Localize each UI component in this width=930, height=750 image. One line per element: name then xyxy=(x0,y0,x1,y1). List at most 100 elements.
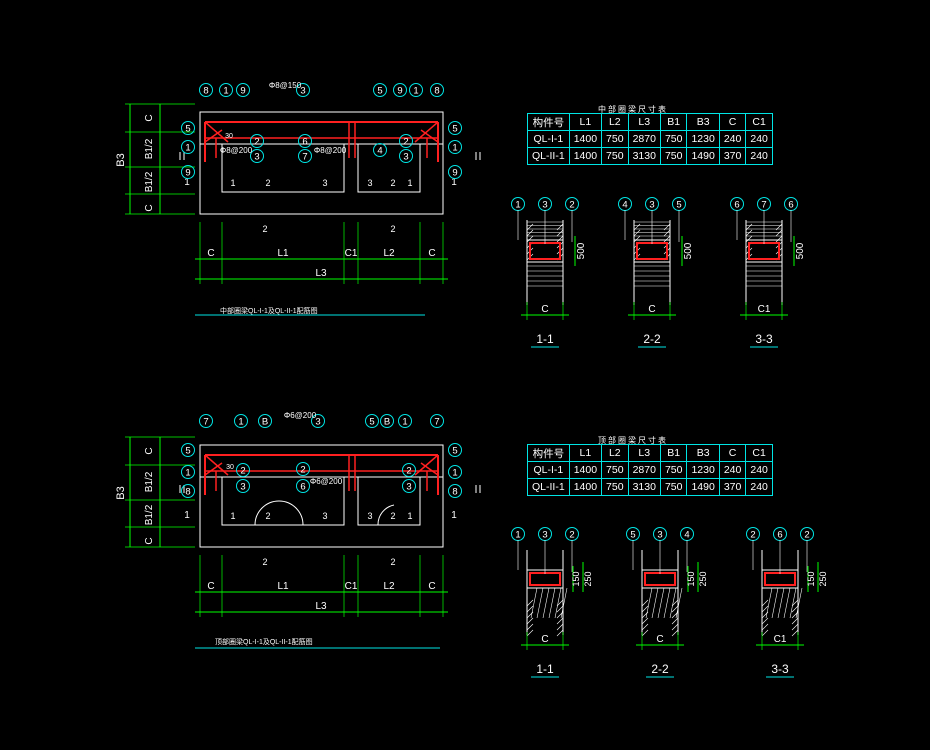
callout-number: 6 xyxy=(788,200,793,211)
hatch xyxy=(761,605,769,613)
section-title: 3-3 xyxy=(755,332,773,346)
table-mid-cell: 1490 xyxy=(686,147,720,165)
callout-circle xyxy=(448,465,462,479)
table-mid-cell: 1400 xyxy=(568,130,603,148)
callout-number: 8 xyxy=(452,487,457,498)
hatch xyxy=(791,617,799,625)
callout-circle xyxy=(448,484,462,498)
hatch xyxy=(526,605,534,613)
hatch xyxy=(663,229,671,237)
cut-mark: 3 xyxy=(367,178,372,188)
callout-circle xyxy=(236,83,250,97)
table-top-header-cell: B3 xyxy=(686,444,720,462)
callout-number: 2 xyxy=(406,466,411,477)
callout-number: 3 xyxy=(406,482,411,493)
callout-circle xyxy=(234,414,248,428)
hatch xyxy=(560,587,568,619)
dim-label: C xyxy=(144,537,155,544)
table-top-header-cell: L2 xyxy=(601,444,629,462)
callout-number: 1 xyxy=(223,86,228,97)
rebar-corner-right-b xyxy=(420,462,439,476)
callout-number: 7 xyxy=(434,417,439,428)
opening-left xyxy=(221,476,345,526)
section-title: 1-1 xyxy=(536,332,554,346)
table-mid-header-cell: L1 xyxy=(568,113,603,131)
dim-label: 500 xyxy=(683,242,694,259)
callout-circle xyxy=(398,414,412,428)
callout-circle xyxy=(296,479,310,493)
hatch xyxy=(657,587,665,619)
cut-mark: 3 xyxy=(322,511,327,521)
callout-circle xyxy=(399,134,413,148)
dim-label: B1/2 xyxy=(144,171,155,192)
table-mid-cell: 750 xyxy=(601,130,629,148)
callout-number: 5 xyxy=(676,200,681,211)
dim-label: C xyxy=(207,248,214,259)
dim-label: L3 xyxy=(315,601,327,612)
hatch xyxy=(651,587,659,619)
hatch xyxy=(789,587,797,619)
callout-number: 1 xyxy=(238,417,243,428)
callout-circle xyxy=(399,149,413,163)
hatch xyxy=(761,629,769,637)
hatch xyxy=(542,587,550,619)
callout-number: 1 xyxy=(185,468,190,479)
rebar-corner-left xyxy=(204,454,229,476)
hatch xyxy=(641,629,649,637)
callout-number: 5 xyxy=(185,124,190,135)
rebar-label: Φ8@200 xyxy=(220,146,253,155)
hatch xyxy=(526,229,534,237)
hatch xyxy=(641,599,649,607)
callout-number: 2 xyxy=(569,530,574,541)
cut-mark: 2 xyxy=(265,511,270,521)
callout-circle xyxy=(250,134,264,148)
callout-circle xyxy=(181,443,195,457)
hatch xyxy=(795,587,803,619)
callout-number: 2 xyxy=(750,530,755,541)
callout-number: 6 xyxy=(777,530,782,541)
dim-label: 150 xyxy=(686,571,696,586)
table-mid-cell: 240 xyxy=(745,147,773,165)
hatch xyxy=(791,629,799,637)
dim-label: C1 xyxy=(758,304,771,315)
dim-label: L2 xyxy=(383,581,395,592)
dim-label: C xyxy=(541,634,548,645)
table-top-header-cell: L1 xyxy=(568,444,603,462)
callout-number: 4 xyxy=(377,146,382,157)
callout-number: 9 xyxy=(452,168,457,179)
callout-number: 5 xyxy=(452,446,457,457)
table-mid-cell: 240 xyxy=(718,130,747,148)
hatch xyxy=(536,587,544,619)
callout-number: 4 xyxy=(684,530,689,541)
rebar-corner-left-b xyxy=(204,129,223,143)
hatch xyxy=(554,587,562,619)
hatch xyxy=(671,629,679,637)
table-mid-cell: 750 xyxy=(601,147,629,165)
plan-outline xyxy=(199,444,444,548)
hatch xyxy=(777,587,785,619)
table-mid-header-cell: C xyxy=(718,113,747,131)
angle-label: 30 xyxy=(225,133,233,140)
dim-label: C1 xyxy=(774,634,787,645)
cut-mark: 2 xyxy=(262,557,267,567)
hatch xyxy=(526,599,534,607)
table-top-cell: 1490 xyxy=(686,478,720,496)
hatch xyxy=(671,605,679,613)
dim-label: 500 xyxy=(576,242,587,259)
callout-circle xyxy=(181,121,195,135)
hatch xyxy=(556,229,564,237)
callout-circle xyxy=(430,83,444,97)
rebar-stirrup xyxy=(529,572,561,586)
table-mid-header-cell: B3 xyxy=(686,113,720,131)
rebar-label: Φ6@200 xyxy=(310,477,343,486)
callout-number: 2 xyxy=(403,137,408,148)
callout-circle xyxy=(199,83,213,97)
opening-left xyxy=(221,143,345,193)
